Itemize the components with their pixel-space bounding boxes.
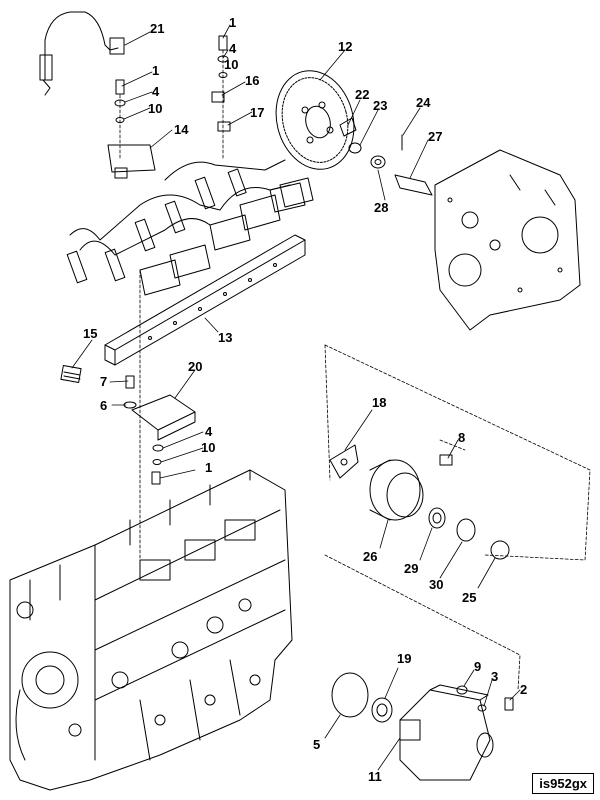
injector-harness-assembly xyxy=(66,159,314,296)
callout-7: 7 xyxy=(100,374,108,389)
callout-16: 16 xyxy=(245,73,260,88)
callout-29: 29 xyxy=(404,561,419,576)
engine-block xyxy=(9,469,293,791)
callout-22: 22 xyxy=(355,87,370,102)
callout-20: 20 xyxy=(188,359,203,374)
callout-25: 25 xyxy=(462,590,477,605)
callout-24: 24 xyxy=(416,95,431,110)
ignition-coil-14 xyxy=(107,144,156,179)
callout-10-bottom: 10 xyxy=(201,440,216,455)
callout-4-bottom: 4 xyxy=(205,424,213,439)
callout-12: 12 xyxy=(338,39,353,54)
callout-23: 23 xyxy=(373,98,388,113)
sensor-harness-21 xyxy=(39,11,125,96)
callout-leaders xyxy=(71,24,521,771)
bracket-20 xyxy=(123,375,196,485)
callout-10-left: 10 xyxy=(148,101,163,116)
figure-id-label: is952gx xyxy=(532,773,594,794)
callout-18: 18 xyxy=(372,395,387,410)
callout-1-bottom: 1 xyxy=(205,460,213,475)
assembly-leader-lines xyxy=(119,49,591,691)
fastener-stack-left xyxy=(114,79,126,123)
callout-21: 21 xyxy=(150,21,165,36)
motor-assembly xyxy=(331,672,514,781)
callout-6: 6 xyxy=(100,398,108,413)
callout-1-left: 1 xyxy=(152,63,160,78)
fuel-rail-13 xyxy=(104,234,306,366)
callout-19: 19 xyxy=(397,651,412,666)
callout-26: 26 xyxy=(363,549,378,564)
drive-small-parts xyxy=(339,117,433,196)
callout-5: 5 xyxy=(313,737,321,752)
callout-8: 8 xyxy=(458,430,466,445)
callout-30: 30 xyxy=(429,577,444,592)
fastener-stack-top xyxy=(211,35,231,132)
callout-15: 15 xyxy=(83,326,98,341)
callout-13: 13 xyxy=(218,330,233,345)
callout-14: 14 xyxy=(174,122,189,137)
callout-1-top: 1 xyxy=(229,15,237,30)
clip-15 xyxy=(60,365,82,383)
callout-28: 28 xyxy=(374,200,389,215)
callout-27: 27 xyxy=(428,129,443,144)
callout-3: 3 xyxy=(491,669,499,684)
callout-9: 9 xyxy=(474,659,482,674)
callout-10-top: 10 xyxy=(224,57,239,72)
callout-4-left: 4 xyxy=(152,84,160,99)
cam-gear-12 xyxy=(275,70,355,170)
gear-cover-housing xyxy=(434,149,581,331)
callout-4-top: 4 xyxy=(229,41,237,56)
callout-2: 2 xyxy=(520,682,528,697)
callout-11: 11 xyxy=(368,769,382,784)
bearing-assembly xyxy=(329,444,510,560)
callout-17: 17 xyxy=(250,105,265,120)
